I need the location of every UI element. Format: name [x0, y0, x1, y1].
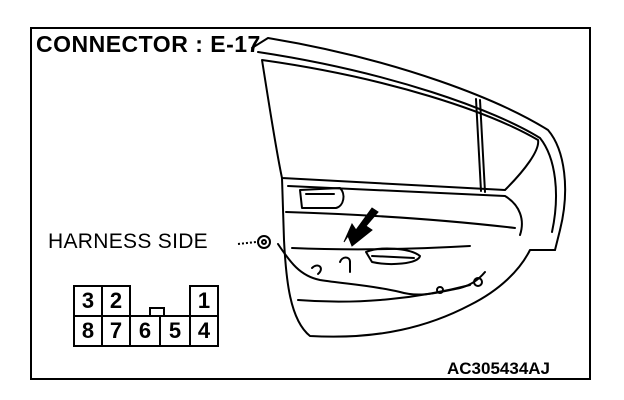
- figure-code: AC305434AJ: [447, 359, 551, 378]
- door-handle: [299, 187, 345, 209]
- window-divider: [479, 99, 486, 193]
- pin-1: 1: [189, 285, 219, 317]
- door-body: [281, 177, 556, 338]
- switch-panel: [365, 247, 421, 265]
- connector-outline-bottom: [73, 315, 219, 347]
- pointer-arrow: [343, 207, 379, 247]
- wiring-harness: [277, 243, 486, 296]
- pin-2: 2: [101, 285, 131, 317]
- pin-3: 3: [73, 285, 103, 317]
- window-opening: [261, 59, 540, 191]
- door-frame-inner: [257, 51, 557, 233]
- connector-bolt: [257, 235, 271, 249]
- door-outer-frame: [251, 37, 567, 251]
- leader-line: [237, 241, 257, 245]
- pin-8: 8: [73, 315, 103, 347]
- harness-side-label: HARNESS SIDE: [48, 230, 208, 253]
- diagram-title: CONNECTOR : E-17: [36, 31, 261, 57]
- connector-face: 3 2 1 8 7 6 5 4: [73, 285, 221, 351]
